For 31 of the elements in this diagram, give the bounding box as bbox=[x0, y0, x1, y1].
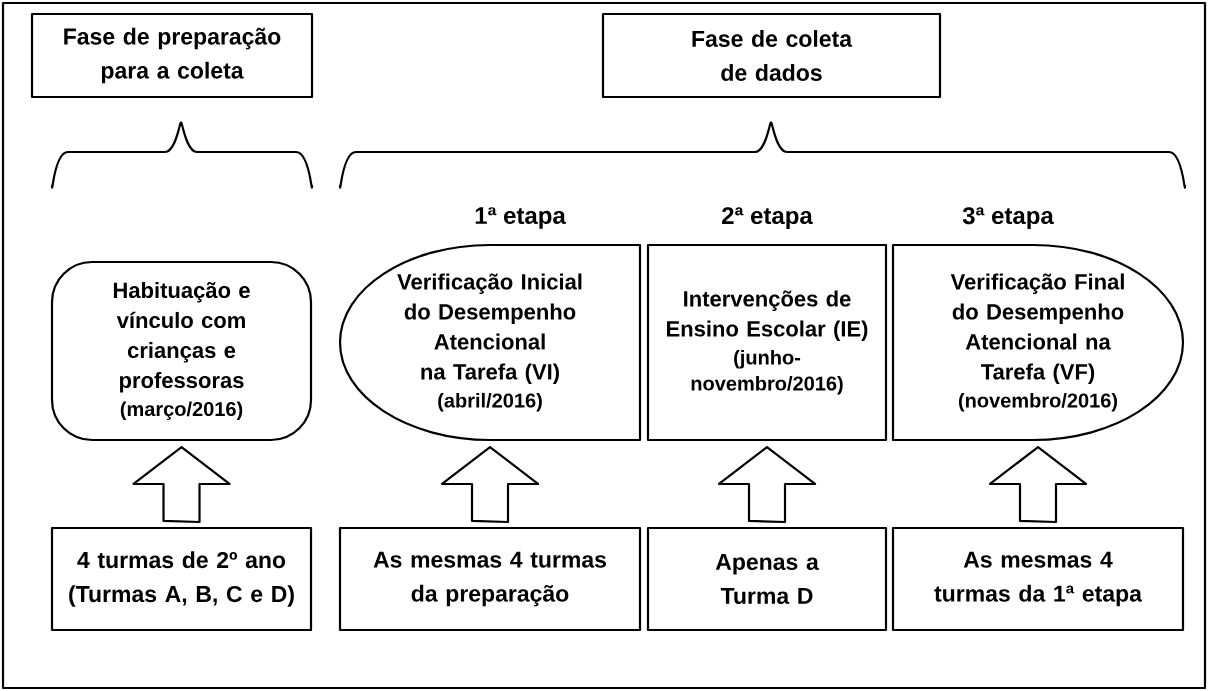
stage-label: 1ª etapa bbox=[475, 207, 566, 229]
stage-title: Habituação e vínculo com crianças e professoras bbox=[113, 281, 250, 393]
group-box bbox=[891, 526, 1185, 632]
block-arrow bbox=[132, 446, 231, 524]
stage-label: 2ª etapa bbox=[722, 207, 813, 229]
block-arrow bbox=[440, 446, 540, 524]
group-box bbox=[646, 526, 888, 632]
phase-heading: Fase de coleta de dados bbox=[692, 30, 853, 81]
heading-box bbox=[30, 12, 314, 99]
rounded-box bbox=[338, 243, 642, 442]
group-text: Apenas a Turma D bbox=[715, 553, 819, 604]
phase-heading: Fase de preparação para a coleta bbox=[64, 27, 281, 84]
process-box bbox=[646, 243, 888, 442]
block-arrow bbox=[717, 446, 817, 524]
group-text: 4 turmas de 2º ano (Turmas A, B, C e D) bbox=[69, 551, 294, 607]
stage-title: Intervenções de Ensino Escolar (IE) bbox=[667, 290, 868, 341]
block-arrow bbox=[988, 446, 1088, 524]
group-text: As mesmas 4 turmas da preparação bbox=[373, 551, 606, 607]
stage-title: Verificação Inicial do Desempenho Atencional na Tarefa (VI) bbox=[397, 273, 582, 384]
rounded-box bbox=[891, 243, 1185, 442]
heading-box bbox=[601, 12, 942, 99]
date-text: (junho-novembro/2016) bbox=[691, 349, 843, 395]
date-text: (novembro/2016) bbox=[959, 392, 1117, 412]
date-text: (março/2016) bbox=[120, 401, 243, 421]
stage-label: 3ª etapa bbox=[962, 207, 1054, 229]
stage-title: Verificação Final do Desempenho Atencional na Tarefa (VF) bbox=[950, 273, 1124, 384]
group-box bbox=[338, 526, 642, 632]
group-text: As mesmas 4 turmas da 1ª etapa bbox=[934, 551, 1143, 607]
date-text: (abril/2016) bbox=[438, 392, 542, 412]
rounded-box bbox=[50, 260, 313, 442]
group-box bbox=[50, 526, 313, 632]
